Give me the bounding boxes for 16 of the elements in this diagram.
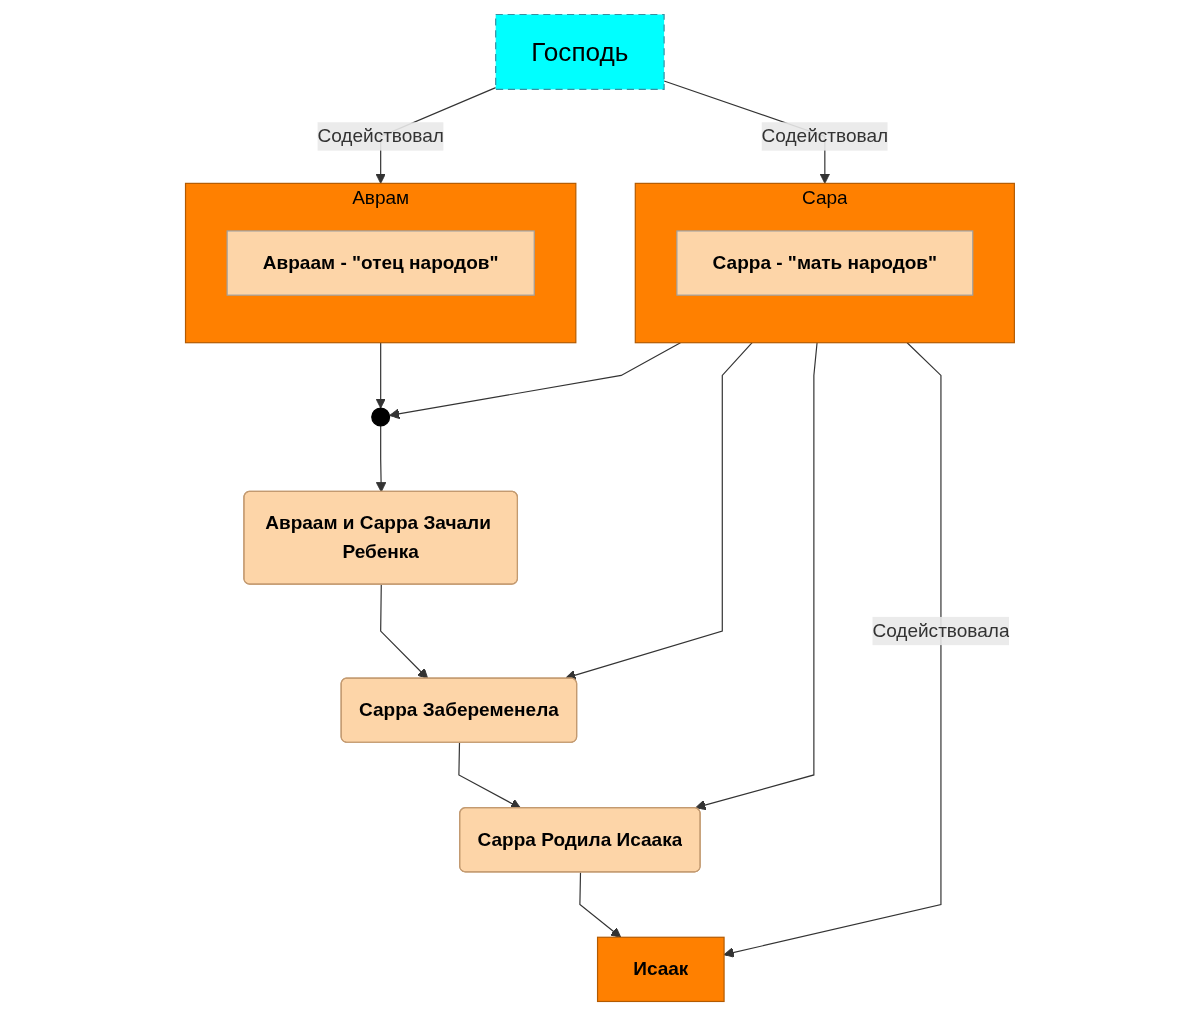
arrow	[565, 342, 753, 681]
arrow	[458, 742, 522, 809]
node-box: Авраам - "отец народов"	[226, 230, 535, 296]
arrow	[375, 342, 386, 409]
arrow	[380, 584, 429, 680]
arrow	[389, 342, 682, 419]
edge-label: Содействовала	[872, 620, 1010, 641]
node-box: Сарра - "мать народов"	[676, 230, 974, 296]
edge-label: Содействовал	[761, 125, 889, 146]
edge-label: Содействовал	[317, 125, 444, 146]
node-circle	[371, 407, 391, 427]
node-box: Господь	[495, 13, 665, 91]
arrow	[579, 871, 622, 938]
arrow	[375, 425, 387, 493]
node-box: Исаак	[597, 936, 725, 1003]
arrow	[695, 342, 818, 811]
